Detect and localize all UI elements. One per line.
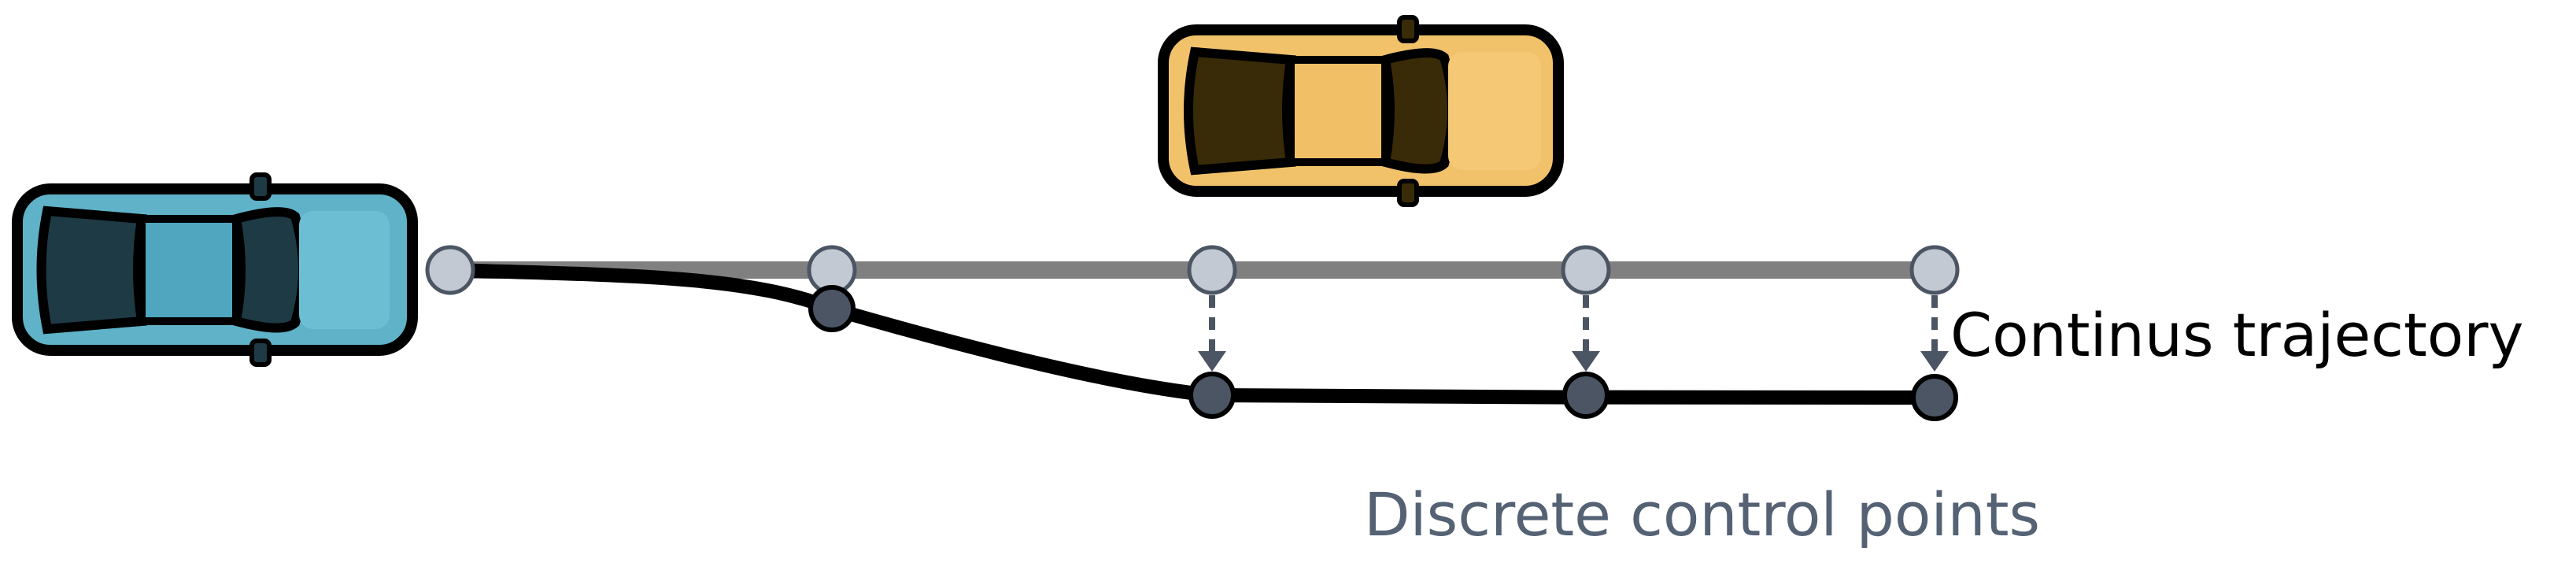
reference-point [1187,245,1237,295]
continuous-trajectory-curve [443,263,1942,405]
continuous-trajectory-label: Continus trajectory [1950,300,2524,370]
reference-point [1909,245,1960,295]
control-point [1911,374,1958,421]
projection-arrow [1920,295,1949,372]
control-point [1188,372,1236,419]
projection-arrow [1572,295,1600,372]
control-point [1562,372,1610,419]
control-point [808,285,856,332]
ego-car-icon [12,172,418,367]
control-points-label: Discrete control points [1364,479,2040,550]
projection-arrow [1198,295,1226,372]
reference-point [425,245,475,295]
other-car-icon [1158,15,1564,207]
reference-point [1561,245,1611,295]
